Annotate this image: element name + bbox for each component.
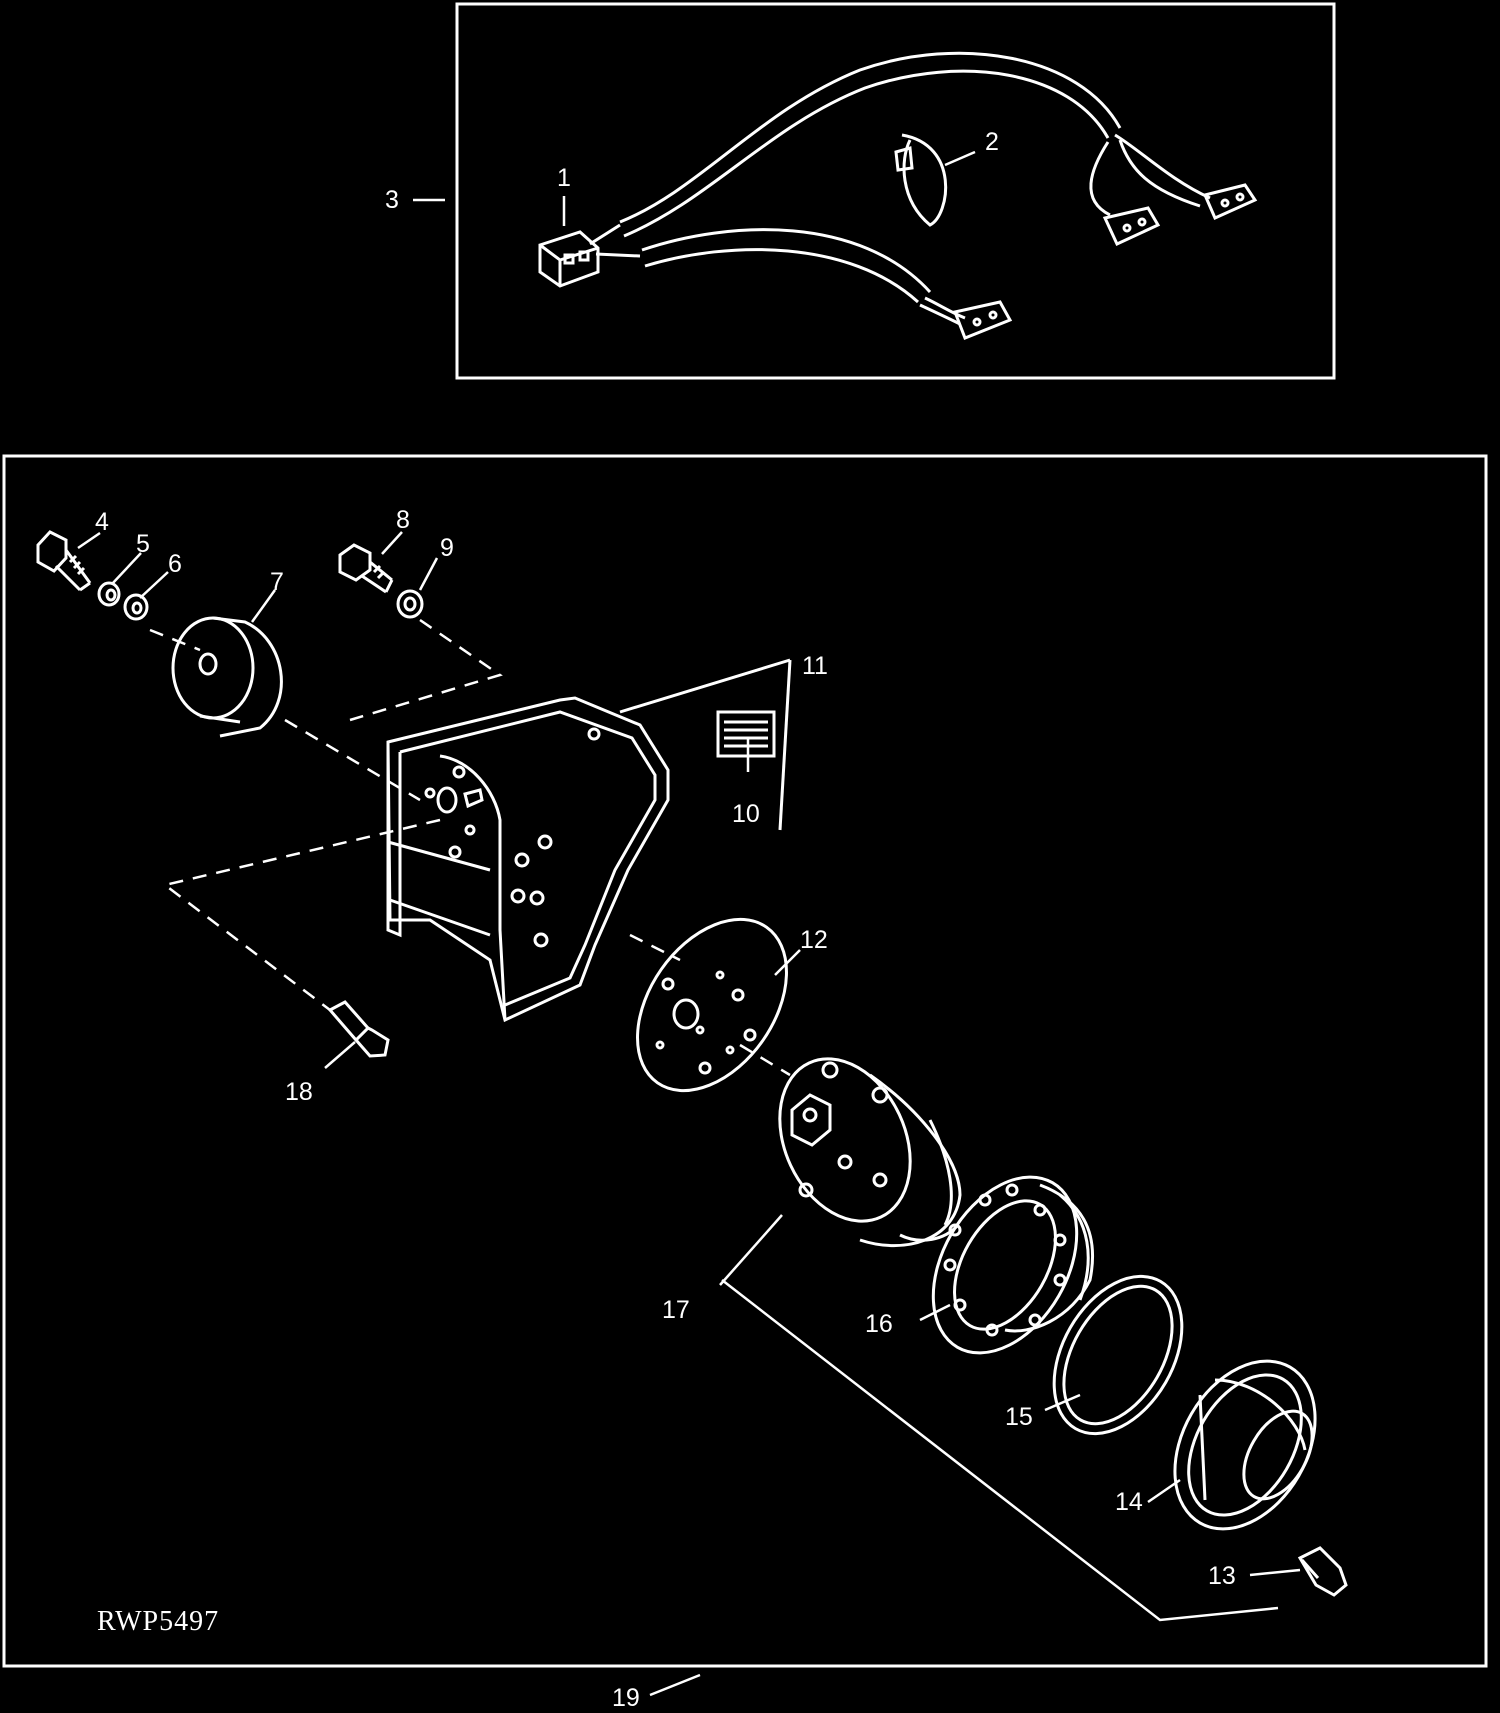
callout-1: 1 [557,164,571,192]
connector-right-upper [1202,183,1258,220]
callout-12: 12 [800,926,828,954]
strap-2 [894,133,948,227]
callout-19: 19 [612,1684,640,1712]
mounting-bracket [386,658,792,1023]
wiring-harness [589,51,1211,326]
bolt-18 [327,1000,390,1058]
callout-13: 13 [1208,1562,1236,1590]
assembly-panel-frame [2,454,1488,1668]
callout-16: 16 [865,1310,893,1338]
callout-4: 4 [95,508,109,536]
connector-1 [538,230,600,288]
callout-18: 18 [285,1078,313,1106]
bolt-4 [36,530,92,592]
assembly-panel [2,454,1488,1668]
callout-11: 11 [802,652,828,680]
callout-3: 3 [385,186,399,214]
gasket-12 [636,917,788,1093]
harness-panel-frame [455,2,1336,380]
washer-9 [396,589,424,619]
callout-14: 14 [1115,1488,1143,1516]
callout-2: 2 [985,128,999,156]
callout-9: 9 [440,534,454,562]
isolator-7 [171,616,283,738]
bolt-13 [1297,1546,1348,1597]
bolt-8 [338,543,394,594]
washer-5 [97,581,121,607]
connector-bottom [952,300,1013,340]
seal-ring-15 [1052,1274,1184,1436]
housing-16 [931,1175,1095,1355]
connector-right-lower [1102,206,1161,246]
callout-15: 15 [1005,1403,1033,1431]
figure-code: RWP5497 [97,1606,219,1637]
callout-17: 17 [662,1296,690,1324]
decal-10 [716,710,776,758]
harness-panel [455,2,1336,380]
callout-10: 10 [732,800,760,828]
callout-8: 8 [396,506,410,534]
group-line-17 [721,1279,1279,1622]
callout-labels: 1 2 3 4 5 6 7 8 9 10 11 12 13 14 15 16 1… [95,128,1236,1712]
callout-6: 6 [168,550,182,578]
assembly-guide-lines [149,618,791,1077]
cap-14 [1173,1359,1317,1531]
leader-lines [77,150,1301,1697]
callout-7: 7 [270,568,284,596]
callout-5: 5 [136,530,150,558]
washer-6 [123,593,149,621]
